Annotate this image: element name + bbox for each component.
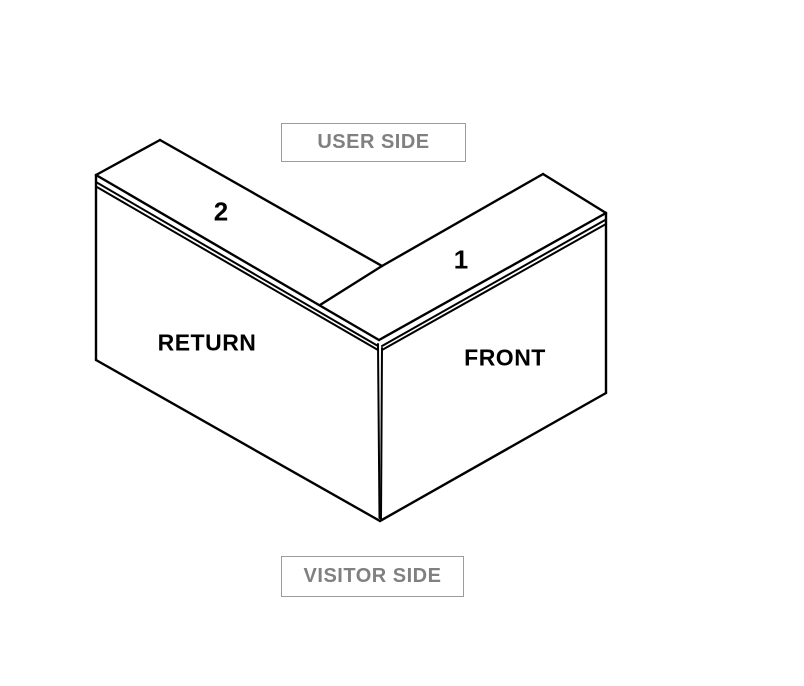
visitor-side-label: VISITOR SIDE xyxy=(303,565,442,587)
surface-1-label: 1 xyxy=(453,244,469,275)
corner-edge-lines xyxy=(377,343,383,520)
return-countertop-lines xyxy=(94,138,384,342)
user-side-label: USER SIDE xyxy=(317,131,430,153)
countertop-edge-thickness-lines xyxy=(95,181,607,351)
surface-2-label: 2 xyxy=(213,196,229,227)
front-countertop-lines xyxy=(318,172,608,342)
visitor-side-label-box: VISITOR SIDE xyxy=(281,556,464,597)
return-face-label: RETURN xyxy=(157,329,257,356)
front-face-lines xyxy=(378,211,608,523)
user-side-label-box: USER SIDE xyxy=(281,123,466,162)
return-face-lines xyxy=(94,173,382,523)
front-face-label: FRONT xyxy=(464,344,546,371)
